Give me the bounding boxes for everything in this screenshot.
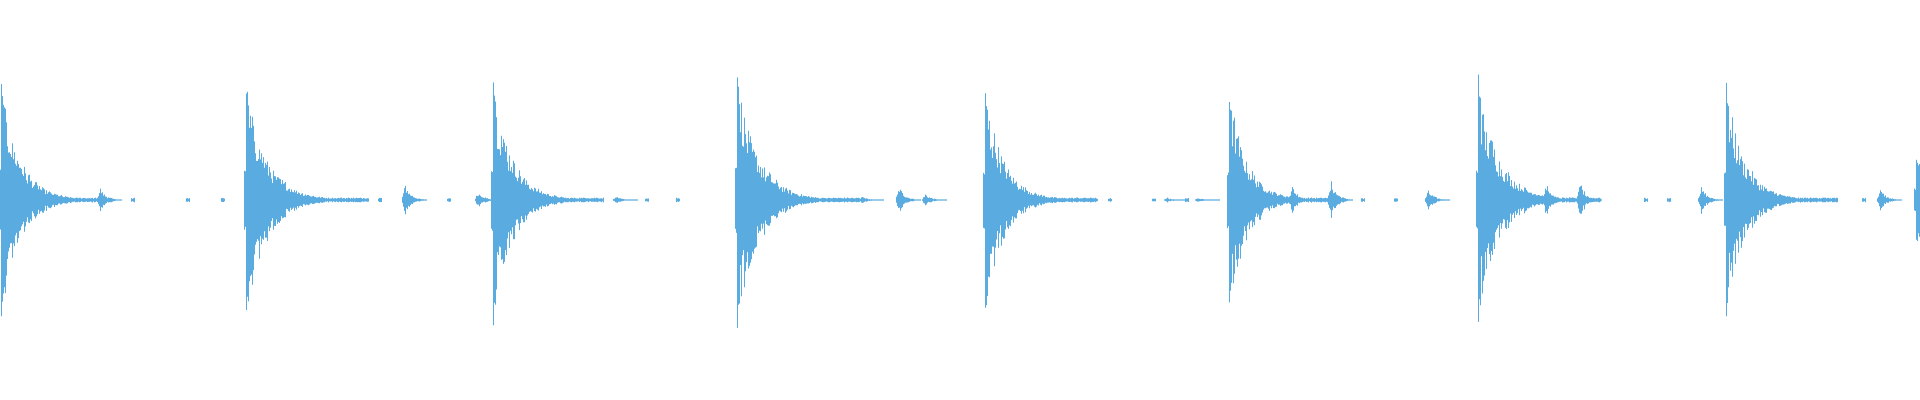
waveform-samples <box>0 74 1920 328</box>
